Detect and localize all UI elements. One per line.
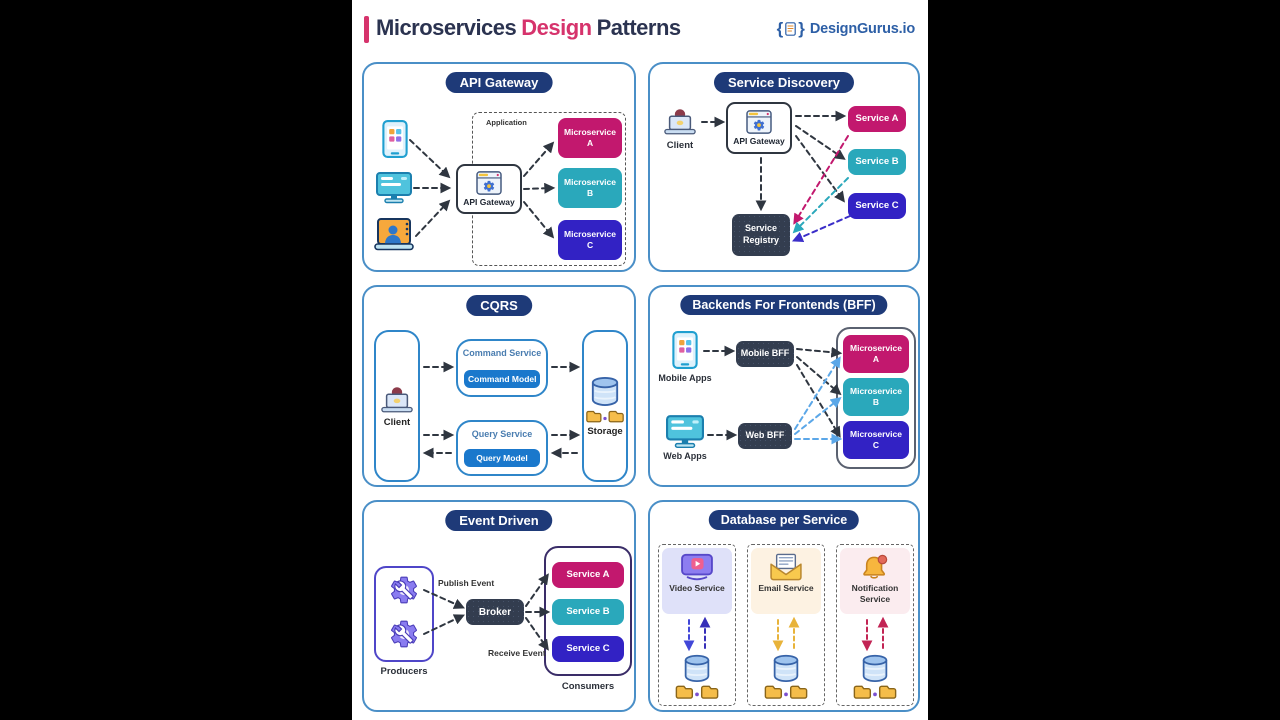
command-model-box: Command Model: [464, 370, 540, 388]
command-service-label: Command Service: [462, 348, 542, 358]
query-service-box: Query Service Query Model: [456, 420, 548, 476]
client-laptop-icon: [664, 109, 696, 135]
command-service-box: Command Service Command Model: [456, 339, 548, 397]
gear-wrench-icon: [391, 620, 417, 648]
service-b-box: Service B: [848, 149, 906, 175]
client-laptop-icon: [381, 387, 413, 413]
api-gateway-node-label: API Gateway: [463, 197, 515, 207]
api-gateway-node: API Gateway: [456, 164, 522, 214]
brand-logo: { } DesignGurus.io: [776, 19, 916, 38]
consumers-label: Consumers: [561, 681, 615, 692]
card-service-discovery: Service Discovery Client API Gateway Ser…: [648, 62, 920, 272]
email-envelope-icon: [770, 553, 802, 581]
title-word-microservices: Microservices: [376, 15, 517, 40]
mobile-phone-icon: [672, 331, 698, 369]
mobile-bff-box: Mobile BFF: [736, 341, 794, 367]
service-c-box: Service C: [848, 193, 906, 219]
folder-pair-icon: [853, 685, 897, 699]
notification-bell-icon: [863, 554, 888, 579]
database-icon: [684, 654, 710, 682]
notification-service-label: Notification Service: [851, 583, 899, 604]
microservice-c-box: Microservice C: [843, 421, 909, 459]
card-event-driven: Event Driven Producers Publish Event Bro…: [362, 500, 636, 712]
bff-card-title: Backends For Frontends (BFF): [680, 295, 888, 315]
video-service-tile: Video Service: [662, 548, 732, 614]
api-gateway-node-label: API Gateway: [733, 136, 785, 146]
microservice-b-box: Microservice B: [843, 378, 909, 416]
web-bff-box: Web BFF: [738, 423, 792, 449]
database-icon: [862, 654, 888, 682]
service-registry-box: Service Registry: [732, 214, 790, 256]
database-icon: [591, 376, 619, 406]
folder-pair-icon: [586, 410, 624, 422]
service-discovery-card-title: Service Discovery: [713, 72, 855, 93]
application-label: Application: [486, 118, 527, 127]
video-player-icon: [681, 553, 713, 581]
cqrs-card-title: CQRS: [466, 295, 532, 316]
card-database-per-service: Database per Service Video Service Email…: [648, 500, 920, 712]
email-service-tile: Email Service: [751, 548, 821, 614]
microservice-c-box: Microservice C: [558, 220, 622, 260]
event-driven-card-title: Event Driven: [445, 510, 553, 531]
database-icon: [773, 654, 799, 682]
api-gateway-card-title: API Gateway: [445, 72, 553, 93]
logo-text: DesignGurus.io: [809, 20, 915, 37]
receive-event-label: Receive Event: [488, 648, 546, 658]
title-accent-bar: [364, 16, 369, 43]
card-api-gateway: API Gateway Application: [362, 62, 636, 272]
producers-label: Producers: [380, 666, 428, 677]
title-word-design: Design: [521, 15, 592, 40]
mobile-phone-icon: [382, 120, 408, 158]
service-c-box: Service C: [552, 636, 624, 662]
title-word-patterns: Patterns: [596, 15, 682, 40]
desktop-monitor-icon: [666, 415, 704, 449]
folder-pair-icon: [764, 685, 808, 699]
card-cqrs: CQRS Client Command Service Command Mode…: [362, 285, 636, 487]
desktop-monitor-icon: [376, 172, 412, 204]
client-label: Client: [383, 417, 411, 428]
browser-gear-icon: [476, 171, 502, 195]
card-bff: Backends For Frontends (BFF) Mobile Apps…: [648, 285, 920, 487]
gear-wrench-icon: [391, 576, 417, 604]
browser-gear-icon: [746, 110, 772, 134]
notification-service-column: [836, 544, 914, 706]
service-a-box: Service A: [848, 106, 906, 132]
publish-event-label: Publish Event: [438, 578, 495, 588]
broker-box: Broker: [466, 599, 524, 625]
email-service-label: Email Service: [758, 583, 814, 593]
db-per-service-card-title: Database per Service: [708, 510, 860, 530]
api-gateway-node: API Gateway: [726, 102, 792, 154]
client-label: Client: [666, 140, 694, 151]
query-model-box: Query Model: [464, 449, 540, 467]
logo-brace-right: }: [798, 19, 805, 38]
microservice-a-box: Microservice A: [558, 118, 622, 158]
storage-label: Storage: [587, 425, 623, 437]
service-a-box: Service A: [552, 562, 624, 588]
video-service-label: Video Service: [669, 583, 725, 593]
video-service-column: [658, 544, 736, 706]
code-document-icon: [785, 21, 797, 36]
microservice-a-box: Microservice A: [843, 335, 909, 373]
logo-brace-left: {: [776, 19, 784, 38]
folder-pair-icon: [675, 685, 719, 699]
mobile-apps-label: Mobile Apps: [658, 373, 712, 383]
web-apps-label: Web Apps: [663, 451, 707, 461]
cqrs-client-box: Client: [374, 330, 420, 482]
service-b-box: Service B: [552, 599, 624, 625]
microservice-b-box: Microservice B: [558, 168, 622, 208]
email-service-column: [747, 544, 825, 706]
query-service-label: Query Service: [471, 429, 533, 439]
laptop-user-icon: [374, 218, 414, 251]
cqrs-storage-box: Storage: [582, 330, 628, 482]
notification-service-tile: Notification Service: [840, 548, 910, 614]
